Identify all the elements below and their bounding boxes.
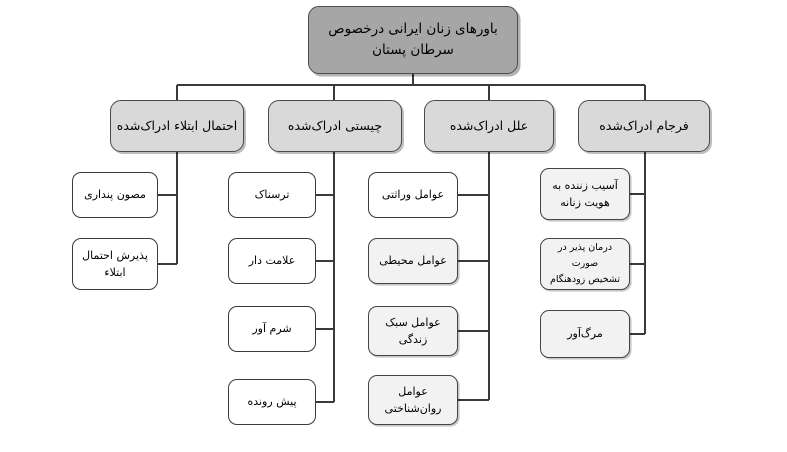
branch-node-0: احتمال ابتلاء ادراک‌شده — [110, 100, 244, 152]
branch-node-1-label: چیستی ادراک‌شده — [287, 118, 383, 134]
branch-node-2: علل ادراک‌شده — [424, 100, 554, 152]
leaf-node-1-3-label: پیش رونده — [247, 395, 297, 409]
leaf-node-3-1: درمان پذیر در صورت تشخیص زودهنگام — [540, 238, 630, 290]
leaf-node-1-3: پیش رونده — [228, 379, 316, 425]
leaf-node-1-1: علامت دار — [228, 238, 316, 284]
leaf-node-2-1: عوامل محیطی — [368, 238, 458, 284]
leaf-node-1-0-label: ترسناک — [254, 188, 290, 202]
leaf-node-1-1-label: علامت دار — [248, 254, 296, 268]
leaf-node-2-1-label: عوامل محیطی — [379, 254, 447, 268]
leaf-node-2-2: عوامل سبک زندگی — [368, 306, 458, 356]
leaf-node-0-0: مصون پنداری — [72, 172, 158, 218]
root-node: باورهای زنان ایرانی درخصوص سرطان پستان — [308, 6, 518, 74]
branch-node-3-label: فرجام ادراک‌شده — [599, 118, 689, 134]
leaf-node-1-2-label: شرم آور — [252, 322, 292, 336]
leaf-node-2-3: عوامل روان‌شناختی — [368, 375, 458, 425]
branch-node-3: فرجام ادراک‌شده — [578, 100, 710, 152]
branch-node-2-label: علل ادراک‌شده — [449, 118, 529, 134]
leaf-node-3-0-label: آسیب زننده به هویت زنانه — [552, 178, 618, 209]
leaf-node-3-1-label: درمان پذیر در صورت تشخیص زودهنگام — [549, 241, 621, 286]
leaf-node-0-1: پذیرش احتمال ابتلاء — [72, 238, 158, 290]
leaf-node-3-2-label: مرگ‌آور — [567, 327, 603, 341]
branch-node-0-label: احتمال ابتلاء ادراک‌شده — [116, 118, 238, 134]
leaf-node-2-3-label: عوامل روان‌شناختی — [384, 384, 442, 415]
leaf-node-2-0-label: عوامل وراثتی — [381, 188, 445, 202]
root-node-label: باورهای زنان ایرانی درخصوص سرطان پستان — [328, 21, 498, 58]
leaf-node-1-2: شرم آور — [228, 306, 316, 352]
leaf-node-2-0: عوامل وراثتی — [368, 172, 458, 218]
leaf-node-1-0: ترسناک — [228, 172, 316, 218]
branch-node-1: چیستی ادراک‌شده — [268, 100, 402, 152]
leaf-node-0-0-label: مصون پنداری — [84, 188, 146, 202]
leaf-node-2-2-label: عوامل سبک زندگی — [385, 315, 441, 346]
leaf-node-3-2: مرگ‌آور — [540, 310, 630, 358]
leaf-node-0-1-label: پذیرش احتمال ابتلاء — [82, 248, 148, 279]
leaf-node-3-0: آسیب زننده به هویت زنانه — [540, 168, 630, 220]
